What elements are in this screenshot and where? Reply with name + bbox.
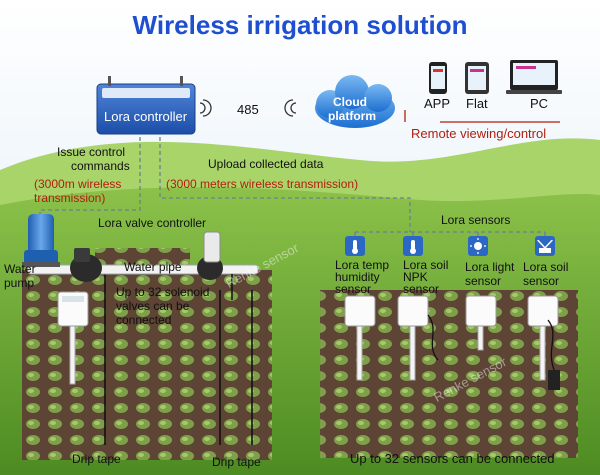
solenoid-line3: connected <box>116 313 172 327</box>
page-title: Wireless irrigation solution <box>132 10 468 40</box>
cloud-icon <box>315 75 395 128</box>
sun-icon <box>468 236 488 256</box>
pc-icon <box>506 60 562 94</box>
solenoid-valve-right <box>197 231 223 280</box>
cloud-label-line1: Cloud <box>333 95 367 109</box>
remote-label: Remote viewing/control <box>411 126 547 141</box>
wifi-signal-icon <box>199 99 297 117</box>
solenoid-line2: valves can be <box>116 299 190 313</box>
issue-commands-line1: Issue control <box>57 145 126 159</box>
thermometer-icon <box>345 236 365 256</box>
sensor-2-line1: Lora soil <box>403 258 449 272</box>
water-pipe-label: Water pipe <box>124 260 182 274</box>
water-pump <box>22 214 60 267</box>
lora-controller-device <box>96 76 196 135</box>
upload-line2: (3000 meters wireless transmission) <box>166 177 359 191</box>
issue-range-line1: (3000m wireless <box>34 177 122 191</box>
tablet-icon <box>465 62 489 94</box>
sensor-1-line3: sensor <box>335 282 372 296</box>
upload-line1: Upload collected data <box>208 157 324 171</box>
phone-icon <box>429 62 447 94</box>
issue-range-line2: transmission) <box>34 191 106 205</box>
drip-tape-label-right: Drip tape <box>212 455 261 469</box>
controller-label: Lora controller <box>104 109 188 124</box>
water-pump-line1: Water <box>4 262 36 276</box>
device-label-app: APP <box>424 96 451 111</box>
sensor-devices <box>344 295 560 390</box>
sensors-note: Up to 32 sensors can be connected <box>350 451 555 466</box>
water-pump-line2: pump <box>4 276 35 290</box>
solenoid-line1: Up to 32 solenoid <box>116 285 210 299</box>
valve-controller-label: Lora valve controller <box>98 216 207 230</box>
sensor-4-line1: Lora soil <box>523 260 569 274</box>
device-label-pc: PC <box>530 96 549 111</box>
protocol-label: 485 <box>237 102 259 117</box>
sensor-1-line1: Lora temp <box>335 258 390 272</box>
plant-icon <box>535 236 555 256</box>
sensor-1-line2: humidity <box>335 270 380 284</box>
sensor-3-line1: Lora light <box>465 260 515 274</box>
device-label-flat: Flat <box>466 96 488 111</box>
drip-tape-label-left: Drip tape <box>72 452 121 466</box>
solenoid-valve-left <box>70 248 102 282</box>
sensor-post-left-field <box>57 291 89 385</box>
sensor-3-line2: sensor <box>465 274 502 288</box>
sensor-4-line2: sensor <box>523 274 560 288</box>
issue-commands-line2: commands <box>71 159 130 173</box>
cloud-label-line2: platform <box>328 109 376 123</box>
sensor-2-line2: NPK <box>403 270 428 284</box>
drip-tapes <box>104 272 253 445</box>
sensor-2-line3: sensor <box>403 282 440 296</box>
thermometer-icon <box>403 236 423 256</box>
sensors-title: Lora sensors <box>441 213 511 227</box>
